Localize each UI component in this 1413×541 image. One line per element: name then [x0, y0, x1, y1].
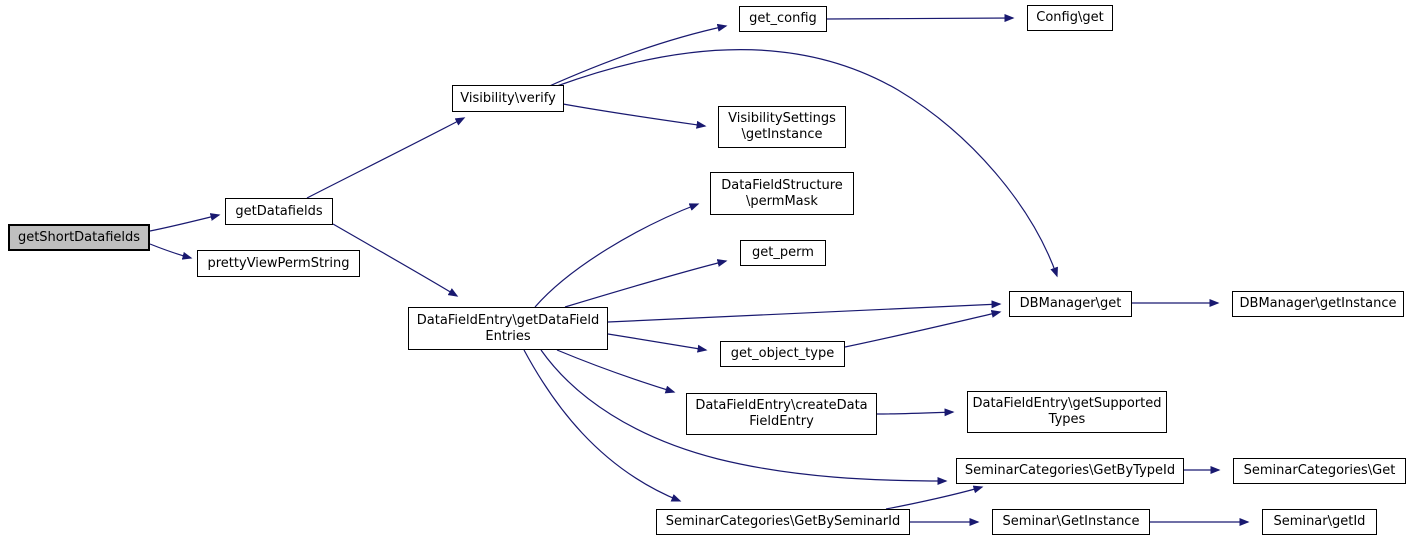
edge-get_object_type-to-dbmanager-get: [844, 310, 1002, 348]
edge-getDataFieldEntries-to-dbmanager-get: [607, 300, 1002, 323]
node-seminarcategories-get[interactable]: SeminarCategories\Get: [1233, 458, 1406, 484]
node-get-perm[interactable]: get_perm: [740, 240, 826, 266]
node-datafieldentry-getsupportedtypes[interactable]: DataFieldEntry\getSupported Types: [967, 391, 1167, 433]
edge-getBySeminarId-to-getByTypeId: [885, 485, 984, 510]
edge-visibility-verify-to-visibilitySettings-getInstance: [562, 103, 707, 129]
edge-getShortDatafields-to-getDatafields: [149, 213, 221, 232]
edge-createDataFieldEntry-to-getSupportedTypes: [876, 408, 955, 417]
node-seminar-getid[interactable]: Seminar\getId: [1262, 509, 1377, 535]
node-datafieldentry-getdatafieldentries[interactable]: DataFieldEntry\getDataField Entries: [408, 307, 608, 350]
node-dbmanager-get[interactable]: DBManager\get: [1009, 291, 1132, 317]
edge-getDataFieldEntries-to-get_object_type: [607, 333, 708, 353]
edge-visibility-verify-to-get_config: [544, 23, 728, 89]
node-visibilitysettings-getinstance[interactable]: VisibilitySettings \getInstance: [718, 106, 846, 148]
edge-getDataFieldEntries-to-get_perm: [564, 259, 728, 308]
edge-getShortDatafields-to-prettyViewPermString: [149, 243, 193, 260]
node-seminarcategories-getbyseminarid[interactable]: SeminarCategories\GetBySeminarId: [656, 509, 910, 535]
node-dbmanager-getinstance[interactable]: DBManager\getInstance: [1232, 291, 1404, 317]
node-config-get[interactable]: Config\get: [1027, 5, 1113, 31]
node-getShortDatafields: getShortDatafields: [8, 224, 150, 251]
node-seminar-getinstance[interactable]: Seminar\GetInstance: [992, 509, 1150, 535]
node-get-object-type[interactable]: get_object_type: [720, 341, 845, 367]
edge-visibility-verify-to-dbmanager-get: [556, 49, 1058, 278]
edge-getDataFieldEntries-to-getBySeminarId: [523, 349, 682, 502]
node-visibility-verify[interactable]: Visibility\verify: [452, 85, 564, 112]
edge-getDatafields-to-getDataFieldEntries: [332, 223, 459, 297]
edge-getDataFieldEntries-to-getByTypeId: [540, 349, 948, 485]
edge-getDataFieldEntries-to-createDataFieldEntry: [556, 349, 676, 394]
edge-getDatafields-to-visibility-verify: [306, 117, 466, 199]
node-seminarcategories-getbytypeid[interactable]: SeminarCategories\GetByTypeId: [956, 458, 1184, 484]
node-getDatafields[interactable]: getDatafields: [225, 198, 333, 225]
node-datafieldentry-createdatafieldentry[interactable]: DataFieldEntry\createData FieldEntry: [686, 393, 877, 435]
edge-getDataFieldEntries-to-permMask: [534, 203, 700, 308]
node-prettyViewPermString[interactable]: prettyViewPermString: [197, 250, 360, 277]
node-datafieldstructure-permmask[interactable]: DataFieldStructure \permMask: [710, 172, 854, 215]
node-get-config[interactable]: get_config: [739, 6, 827, 32]
edge-get_config-to-config-get: [826, 14, 1015, 23]
